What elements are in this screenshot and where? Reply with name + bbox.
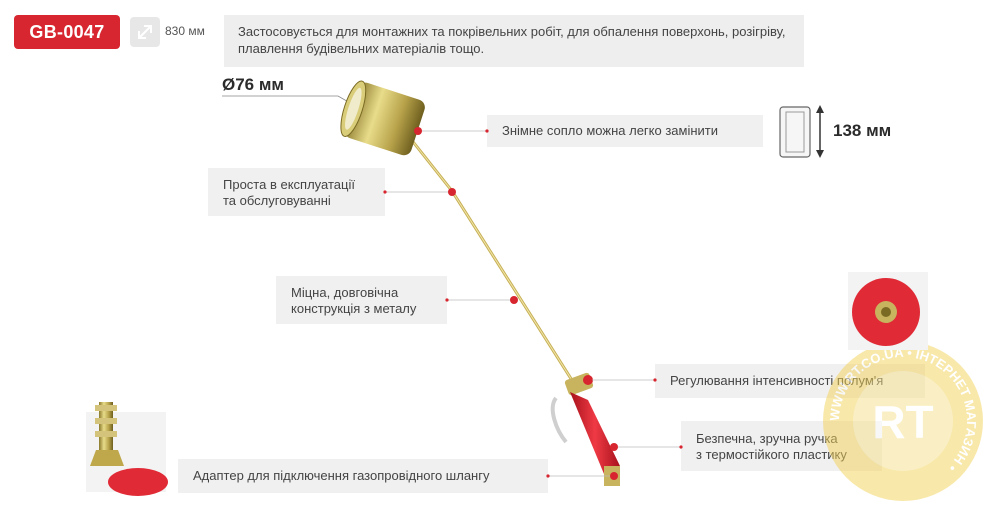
callout-adapter-text: Адаптер для підключення газопровідного ш… [193,468,490,483]
dot-easy-use-label [383,190,387,194]
callout-adapter: Адаптер для підключення газопровідного ш… [178,459,548,493]
torch-handle [550,372,620,486]
length-value: 830 мм [165,24,205,38]
callout-easy-use: Проста в експлуатації та обслуговуванні [208,168,385,216]
callout-nozzle-text: Знімне сопло можна легко замінити [502,123,719,138]
dot-valve [584,376,592,384]
product-description: Застосовується для монтажних та покрівел… [224,15,804,67]
callout-dots [383,127,683,480]
callout-handle-line2: з термостійкого пластику [696,447,847,462]
callout-leaders [385,130,681,477]
dot-sturdy-label [445,298,449,302]
torch-pipe [408,137,577,386]
watermark-logo: WWW.RT.CO.UA • ІНТЕРНЕТ МАГАЗИН • RT [820,338,986,504]
callout-valve-text: Регулювання інтенсивності полум'я [670,373,884,388]
diagonal-arrow-icon [138,25,152,39]
callout-nozzle: Знімне сопло можна легко замінити [487,115,763,147]
dot-nozzle [414,127,422,135]
callout-easy-use-line1: Проста в експлуатації [223,177,355,192]
regulator-inset [848,272,928,350]
product-code-badge: GB-0047 [14,15,120,49]
dot-adapter-label [546,474,550,478]
dot-sturdy [510,296,518,304]
dot-valve-label [653,378,657,382]
watermark-seal-icon: WWW.RT.CO.UA • ІНТЕРНЕТ МАГАЗИН • RT [823,341,983,501]
dot-handle-label [679,445,683,449]
dot-nozzle-label [485,129,489,133]
callout-easy-use-line2: та обслуговуванні [223,193,331,208]
nozzle-dimension-icon [779,105,824,158]
dot-easy-use [448,188,456,196]
nozzle-height: 138 мм [833,121,892,140]
adapter-inset [86,402,168,496]
callout-sturdy-line1: Міцна, довговічна [291,285,399,300]
callout-sturdy: Міцна, довговічна конструкція з металу [276,276,447,324]
length-badge [130,17,160,47]
dot-adapter [610,472,618,480]
dot-handle [610,443,618,451]
torch-nozzle [340,80,425,156]
watermark-letters: RT [872,396,933,448]
nozzle-diameter: Ø76 мм [222,75,285,94]
callout-handle-line1: Безпечна, зручна ручка [696,431,838,446]
callout-sturdy-line2: конструкція з металу [291,301,417,316]
